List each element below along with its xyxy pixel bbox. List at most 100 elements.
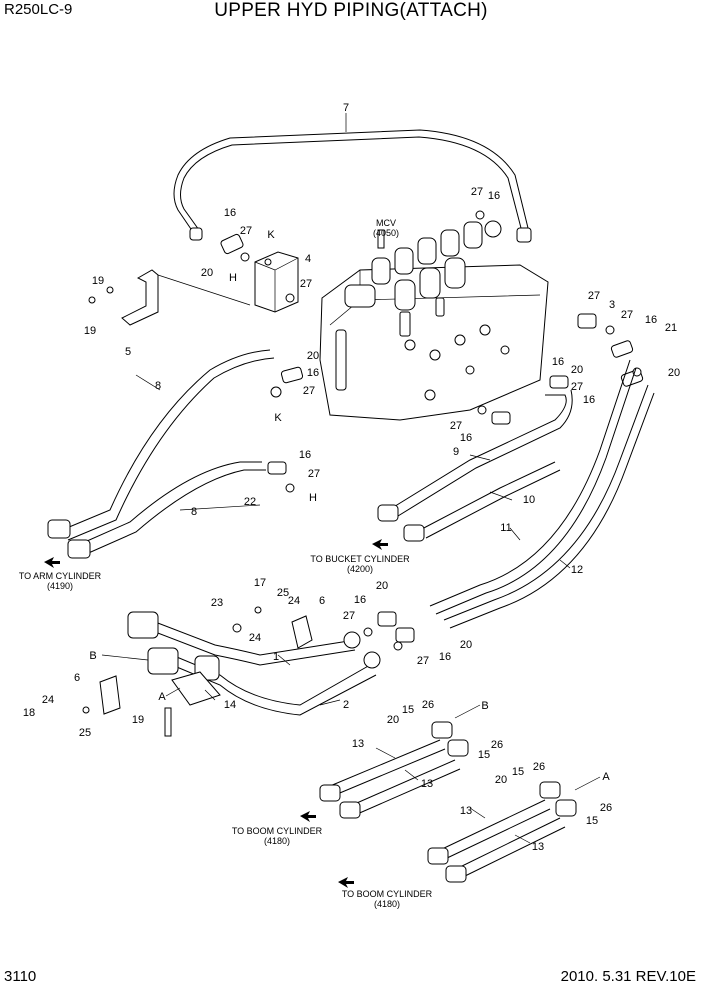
callout: 16 bbox=[488, 190, 500, 202]
callout: 15 bbox=[402, 704, 414, 716]
hose-11-12 bbox=[429, 359, 655, 629]
leader-lines bbox=[101, 113, 601, 844]
caption-bucket: TO BUCKET CYLINDER (4200) bbox=[310, 554, 410, 574]
callout: 27 bbox=[450, 420, 462, 432]
svg-text:TO BOOM CYLINDER: TO BOOM CYLINDER bbox=[232, 826, 323, 836]
page-number: 3110 bbox=[4, 968, 37, 985]
callout: 16 bbox=[354, 594, 366, 606]
pipes-1-2 bbox=[82, 606, 381, 737]
page-title: UPPER HYD PIPING(ATTACH) bbox=[214, 0, 488, 21]
callout: 19 bbox=[132, 714, 144, 726]
svg-text:TO BUCKET CYLINDER: TO BUCKET CYLINDER bbox=[310, 554, 410, 564]
callout: K bbox=[267, 229, 275, 241]
callout: 6 bbox=[319, 595, 325, 607]
svg-text:TO ARM CYLINDER: TO ARM CYLINDER bbox=[19, 571, 102, 581]
callout: 20 bbox=[307, 350, 319, 362]
callout: 20 bbox=[376, 580, 388, 592]
hose-8 bbox=[47, 349, 275, 559]
bracket-5 bbox=[121, 269, 251, 326]
callout: 11 bbox=[500, 522, 511, 534]
callout: 13 bbox=[460, 805, 472, 817]
callout: 26 bbox=[422, 699, 434, 711]
caption-boom-1: TO BOOM CYLINDER (4180) bbox=[232, 826, 323, 846]
callout: 16 bbox=[583, 394, 595, 406]
callout: 4 bbox=[305, 253, 311, 265]
boom-hoses-1 bbox=[319, 721, 469, 819]
revision-date: 2010. 5.31 REV.10E bbox=[560, 968, 696, 985]
callout: 14 bbox=[224, 699, 236, 711]
callout: 20 bbox=[201, 267, 213, 279]
callout: 16 bbox=[224, 207, 236, 219]
hose-9-10 bbox=[377, 389, 573, 542]
callout: B bbox=[481, 700, 488, 712]
callout: 20 bbox=[460, 639, 472, 651]
caption-arm: TO ARM CYLINDER (4190) bbox=[19, 571, 102, 591]
callout: 25 bbox=[79, 727, 91, 739]
boom-hoses-2 bbox=[427, 781, 577, 883]
callout: 27 bbox=[303, 385, 315, 397]
callout: 21 bbox=[665, 322, 677, 334]
callout: 7 bbox=[343, 102, 349, 114]
flanges-top bbox=[88, 210, 644, 493]
callout: 19 bbox=[92, 275, 104, 287]
callout: 13 bbox=[532, 841, 544, 853]
callout: 24 bbox=[288, 595, 300, 607]
callout: 25 bbox=[277, 587, 289, 599]
mcv-valve bbox=[319, 221, 549, 421]
arrow-bucket bbox=[372, 539, 388, 550]
caption-mcv: MCV (4050) bbox=[373, 218, 399, 238]
callout: 16 bbox=[552, 356, 564, 368]
callout: 13 bbox=[421, 778, 433, 790]
arrow-arm bbox=[44, 557, 60, 568]
callout: 15 bbox=[586, 815, 598, 827]
callout: B bbox=[89, 650, 96, 662]
callout: 6 bbox=[74, 672, 80, 684]
callout: 16 bbox=[460, 432, 472, 444]
callout: 2 bbox=[343, 699, 349, 711]
callout: 20 bbox=[387, 714, 399, 726]
callout: K bbox=[274, 412, 282, 424]
callout: 27 bbox=[588, 290, 600, 302]
callout: 16 bbox=[439, 651, 451, 663]
callout: 22 bbox=[244, 496, 256, 508]
callout: 20 bbox=[571, 364, 583, 376]
callout: 5 bbox=[125, 346, 131, 358]
callout: 16 bbox=[307, 367, 319, 379]
callout: 15 bbox=[512, 766, 524, 778]
caption-boom-2: TO BOOM CYLINDER (4180) bbox=[342, 889, 433, 909]
flanges-mid bbox=[363, 611, 415, 651]
callout: A bbox=[158, 691, 166, 703]
callout: 24 bbox=[42, 694, 54, 706]
callout: 26 bbox=[491, 739, 503, 751]
callout: 26 bbox=[533, 761, 545, 773]
callout: 9 bbox=[453, 446, 459, 458]
callout: 1 bbox=[273, 651, 279, 663]
callout: 27 bbox=[308, 468, 320, 480]
callout: 27 bbox=[240, 225, 252, 237]
callout: 24 bbox=[249, 632, 261, 644]
callout: 27 bbox=[343, 610, 355, 622]
svg-text:(4180): (4180) bbox=[264, 836, 290, 846]
svg-text:(4180): (4180) bbox=[374, 899, 400, 909]
callout: 27 bbox=[417, 655, 429, 667]
callout: 26 bbox=[600, 802, 612, 814]
svg-text:TO BOOM CYLINDER: TO BOOM CYLINDER bbox=[342, 889, 433, 899]
callout: 8 bbox=[155, 380, 161, 392]
block-4 bbox=[254, 251, 299, 313]
model-number: R250LC-9 bbox=[4, 1, 73, 18]
svg-text:(4190): (4190) bbox=[47, 581, 73, 591]
callout: 27 bbox=[300, 278, 312, 290]
callout: 16 bbox=[299, 449, 311, 461]
callout: H bbox=[309, 492, 317, 504]
callout: 27 bbox=[621, 309, 633, 321]
callout: 23 bbox=[211, 597, 223, 609]
arrow-boom-1 bbox=[300, 811, 316, 822]
callout-labels: 7 27 16 16 27 K 4 20 H 27 19 19 5 20 16 … bbox=[23, 102, 680, 853]
callout: 15 bbox=[478, 749, 490, 761]
callout: 18 bbox=[23, 707, 35, 719]
callout: 16 bbox=[645, 314, 657, 326]
svg-text:MCV: MCV bbox=[376, 218, 396, 228]
callout: 8 bbox=[191, 506, 197, 518]
callout: 20 bbox=[495, 774, 507, 786]
